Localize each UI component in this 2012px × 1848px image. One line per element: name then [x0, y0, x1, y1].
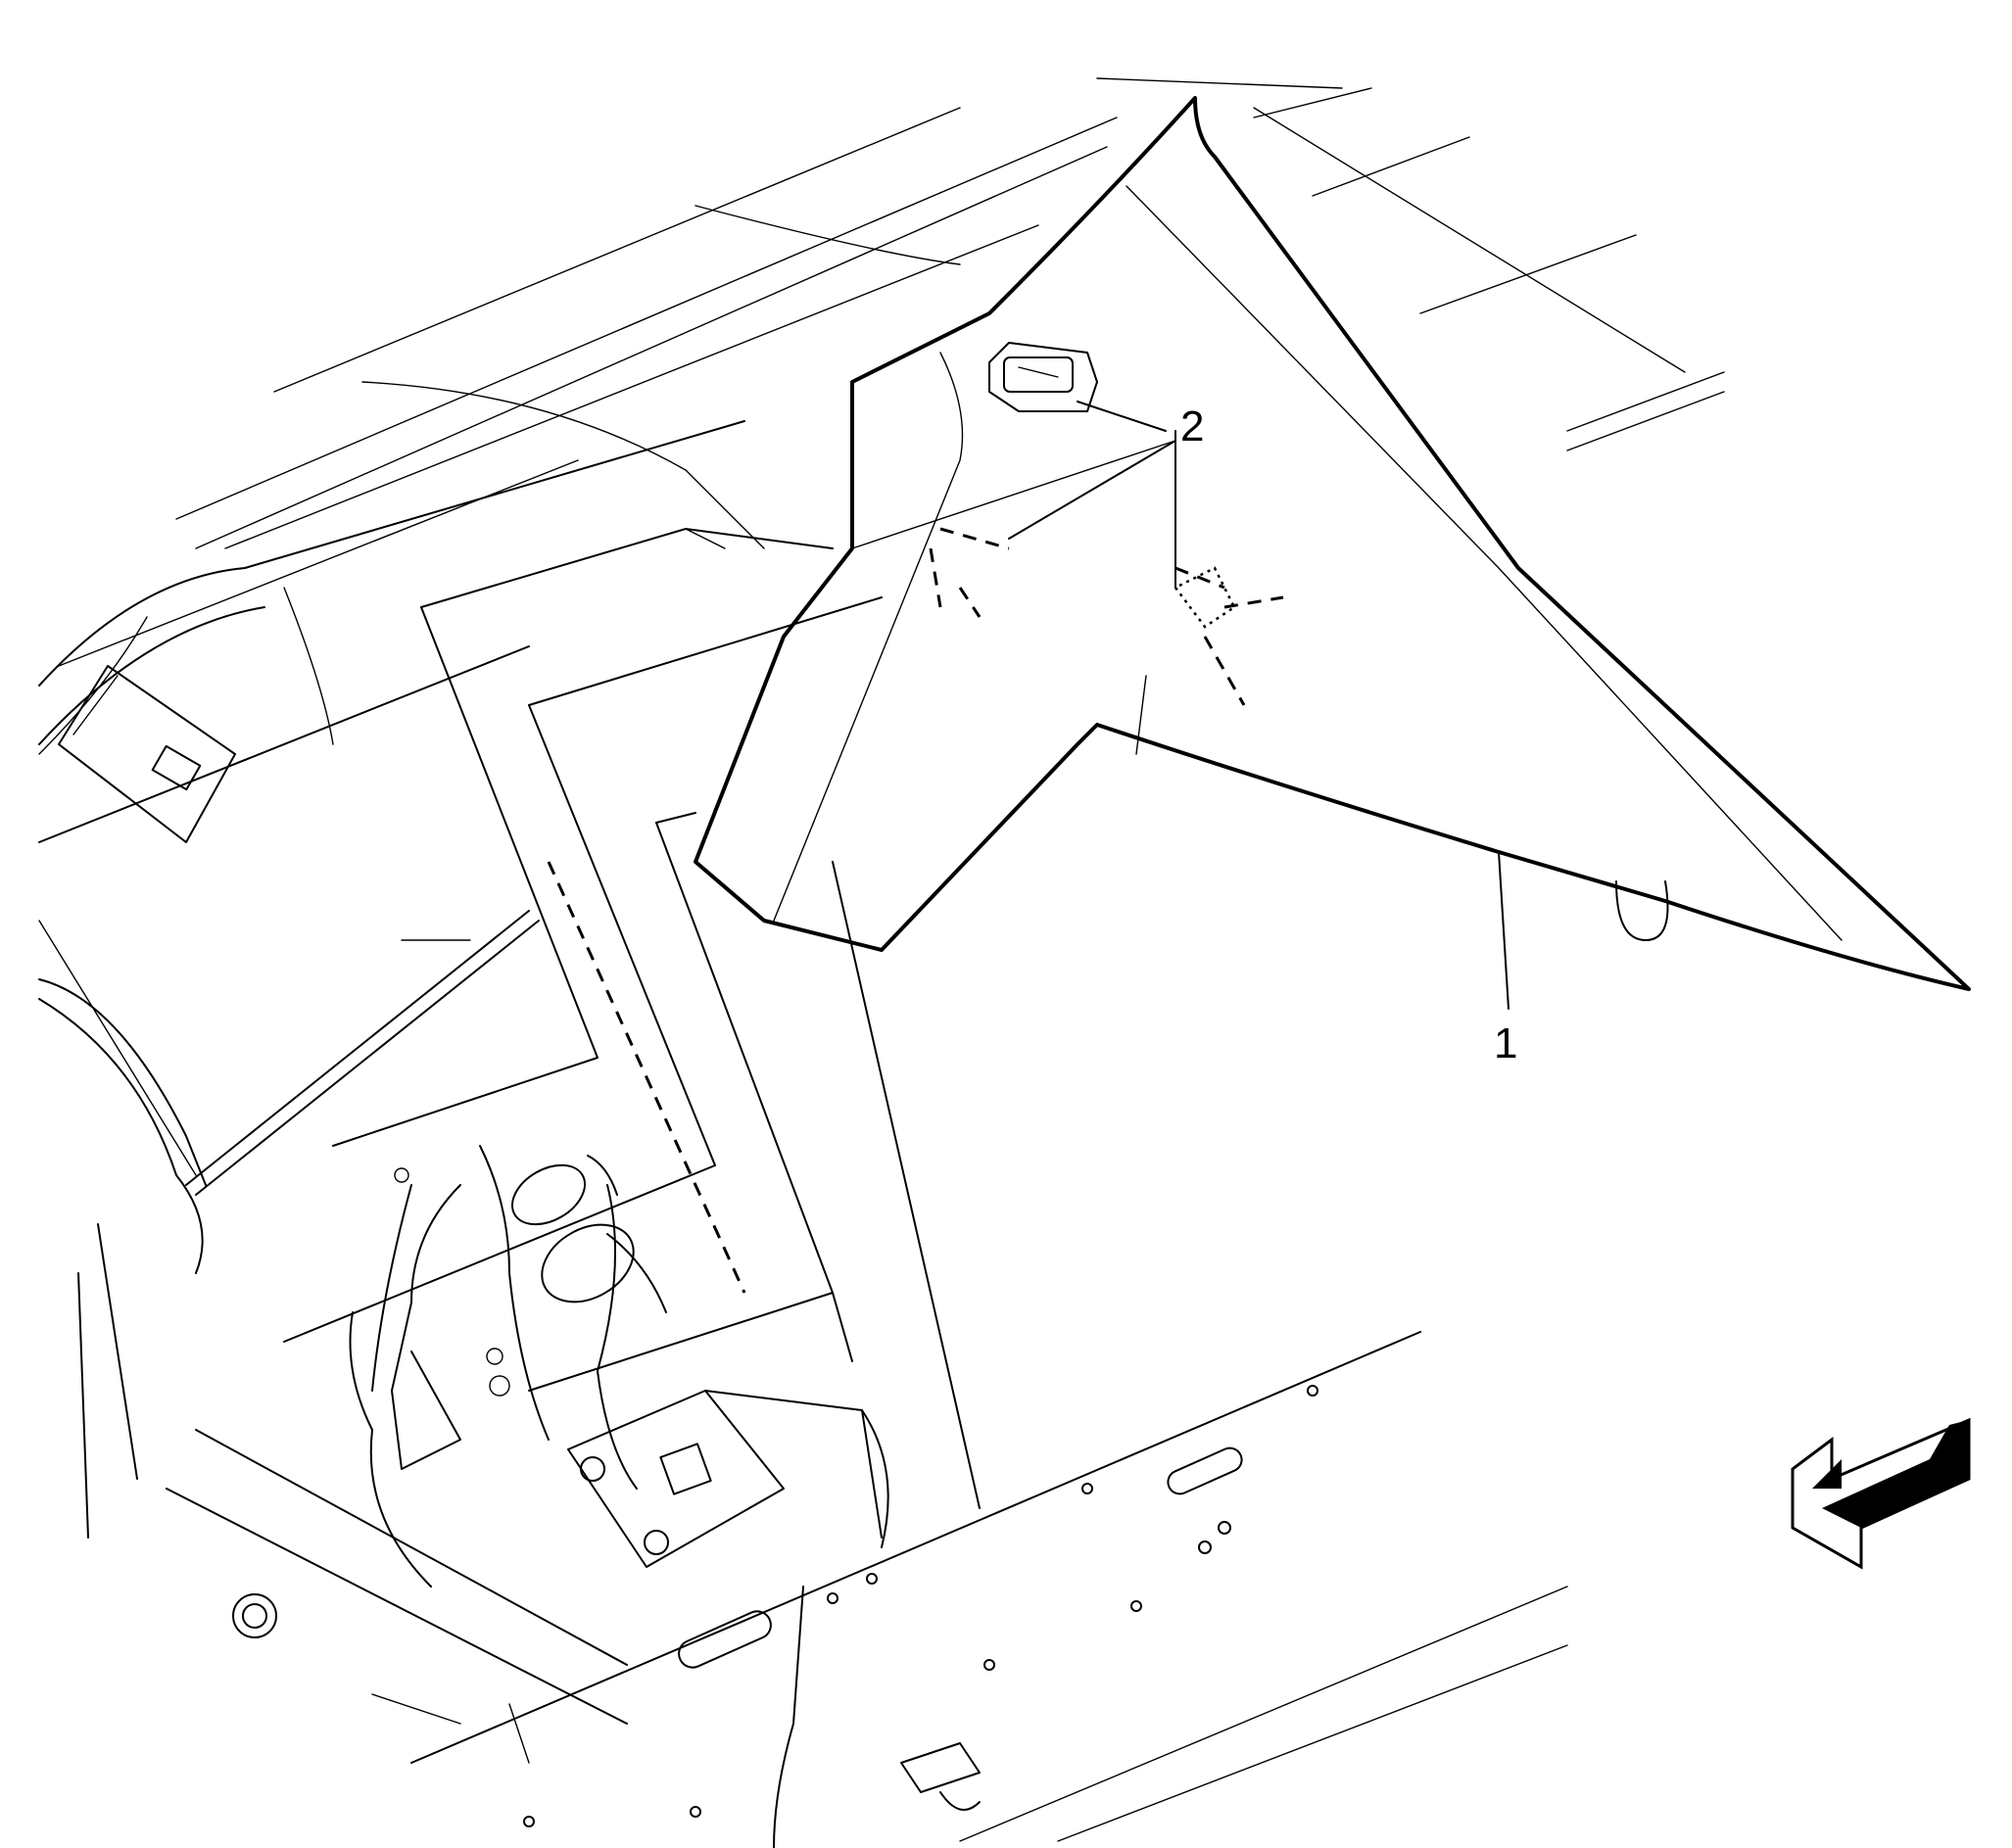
trunk-side-outline [283, 528, 981, 1509]
pump-assembly [232, 1145, 889, 1638]
front-direction-arrow-icon [1791, 1417, 1971, 1570]
sill-panel [371, 1331, 1568, 1848]
roof-lines [175, 77, 1725, 549]
left-quarter-interior [38, 420, 745, 1725]
callout-1-label: 1 [1494, 1019, 1517, 1067]
alignment-dash-line [547, 861, 746, 1294]
quarter-trim-panel [694, 96, 1971, 991]
callout-2-label: 2 [1180, 403, 1204, 450]
callout-leaders [1008, 401, 1509, 1010]
